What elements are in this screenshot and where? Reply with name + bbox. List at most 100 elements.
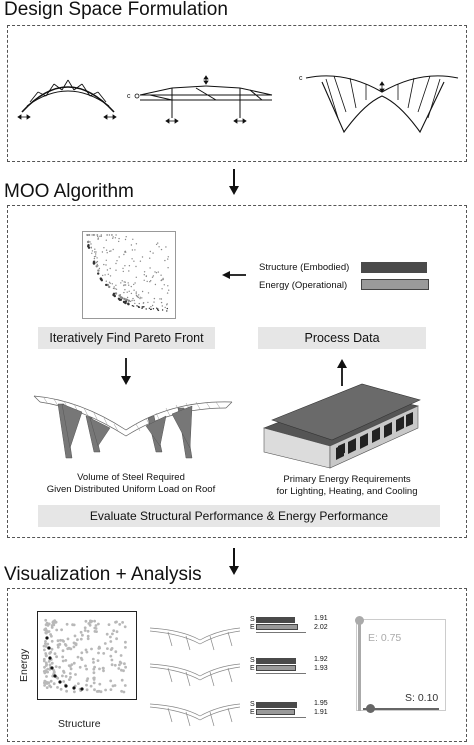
scatter-point [118,623,122,626]
evaluate-performance-label: Evaluate Structural Performance & Energy… [38,505,440,527]
scatter-point [94,251,96,253]
design-e-value: 1.93 [314,665,328,672]
scatter-point [103,247,105,249]
design-s-bar [256,658,296,664]
pareto-front-label: Iteratively Find Pareto Front [38,327,215,349]
scatter-point [167,258,169,260]
scatter-point [153,297,156,300]
design-s-label: S [250,616,255,623]
design-e-label: E [250,665,255,672]
scatter-point [49,679,53,683]
scatter-point [123,297,126,301]
scatter-point [55,628,59,632]
scatter-point [44,642,47,645]
pareto-point [80,687,84,691]
scatter-point [74,643,78,647]
scatter-point [43,648,46,652]
scatter-point [143,306,145,308]
scatter-point [81,633,84,637]
scatter-point [166,307,168,310]
moo-box [7,205,467,538]
scatter-point [149,257,151,259]
viz-scatter-frame [37,611,137,700]
scatter-point [128,270,130,272]
scatter-point [56,639,60,643]
scatter-point [106,269,109,271]
scatter-point [50,647,54,651]
scatter-point [148,307,151,309]
scatter-point [46,624,50,627]
scatter-point [112,236,114,238]
scatter-point [114,650,118,654]
scatter-point [110,658,114,662]
scatter-point [96,263,98,266]
scatter-point [99,277,103,281]
scatter-point [141,297,143,299]
scatter-point [114,237,117,239]
scatter-point [79,630,83,634]
scatter-point [162,278,164,281]
scatter-point [151,304,154,307]
scatter-point [115,288,118,290]
scatter-point [152,308,155,310]
scatter-point [124,238,127,241]
scatter-point [97,689,101,693]
design-s-value: 1.91 [314,615,328,622]
slider-s-value: S: 0.10 [405,692,439,704]
scatter-point [166,292,169,294]
scatter-point [136,295,138,298]
scatter-point [133,289,135,291]
scatter-point [130,285,132,288]
scatter-point [132,238,134,240]
scatter-point [44,645,48,648]
scatter-point [110,647,114,650]
scatter-point [123,284,125,287]
scatter-point [58,642,62,646]
scatter-point [162,277,164,280]
scatter-point [104,688,107,692]
scatter-point [105,280,107,282]
scatter-point [89,619,92,623]
scatter-point [118,294,121,297]
scatter-point [46,667,50,671]
scatter-point [108,285,111,289]
design-e-value: 1.91 [314,709,328,716]
scatter-point [91,252,93,254]
tradeoff-slider-panel [356,619,446,711]
scatter-point [99,235,101,237]
scatter-point [97,645,101,649]
pareto-point [72,686,76,690]
scatter-point [120,689,123,693]
scatter-point [80,658,84,661]
scatter-point [167,267,169,269]
scatter-point [123,253,125,256]
scatter-point [86,629,90,633]
scatter-point [97,238,99,240]
scatter-point [96,260,99,263]
slider-top-handle[interactable] [355,616,364,625]
scatter-point [93,619,96,623]
scatter-point [120,668,123,672]
scatter-point [139,296,141,298]
viz-scatter-plot [42,618,127,694]
scatter-point [66,647,70,651]
scatter-point [105,239,107,241]
slider-track[interactable] [358,621,361,711]
scatter-point [84,664,87,668]
scatter-point [107,623,111,626]
scatter-point [134,249,136,251]
scatter-point [137,305,139,308]
scatter-point [111,684,115,688]
scatter-point [157,271,159,273]
scatter-point [98,682,102,686]
scatter-point [97,651,100,655]
scatter-point [46,642,50,646]
scatter-point [141,307,143,309]
scatter-point [115,620,118,624]
scatter-point [110,250,112,252]
design-e-bar [256,709,296,715]
slider-bottom-handle[interactable] [366,704,375,713]
scatter-point [50,661,54,665]
scatter-point [161,305,163,307]
